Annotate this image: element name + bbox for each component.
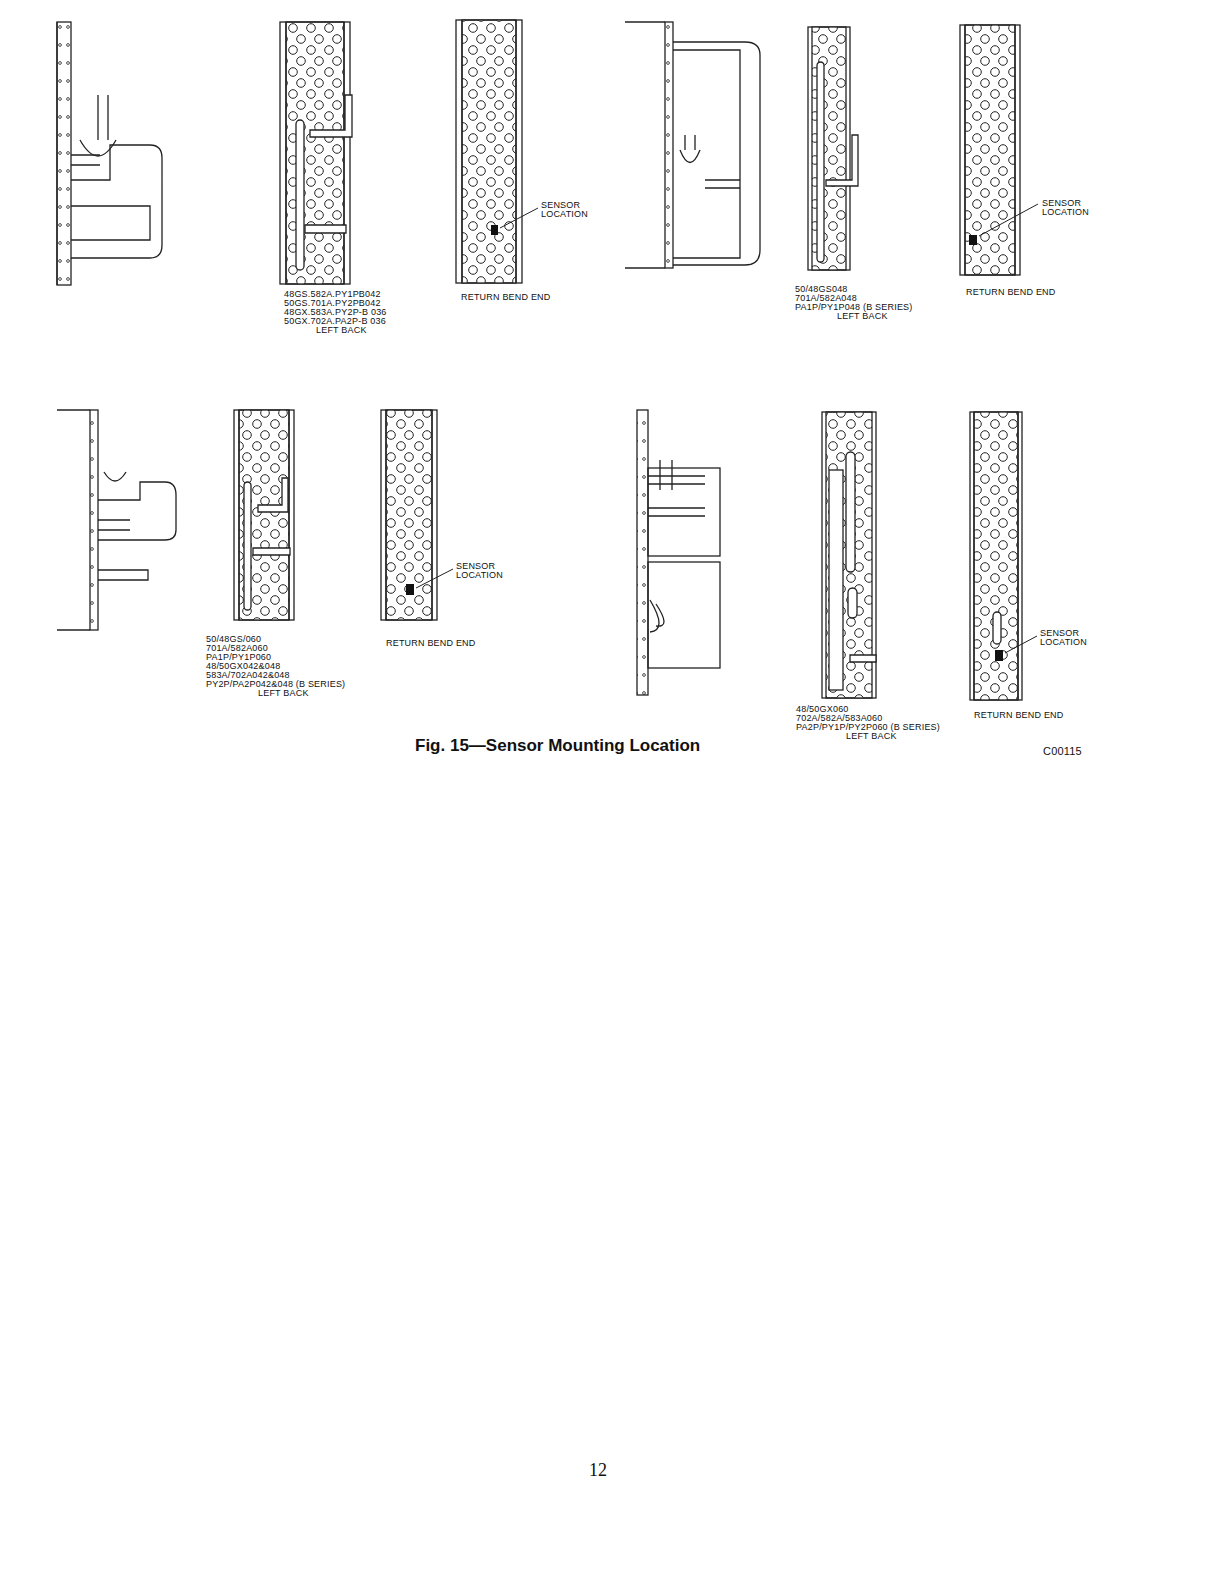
- model-number: PA2P/PY1P/PY2P060 (B SERIES): [796, 723, 940, 732]
- view-label: LEFT BACK: [846, 732, 897, 741]
- view-label: LEFT BACK: [837, 312, 888, 321]
- model-number: 583A/702A042&048: [206, 671, 290, 680]
- view-label: RETURN BEND END: [386, 639, 476, 648]
- model-number: 50GS.701A.PY2PB042: [284, 299, 381, 308]
- model-number: PY2P/PA2P042&048 (B SERIES): [206, 680, 345, 689]
- sensor-label: SENSOR LOCATION: [1042, 199, 1102, 217]
- view-label: LEFT BACK: [316, 326, 367, 335]
- view-label: RETURN BEND END: [974, 711, 1064, 720]
- model-number: 50GX.702A.PA2P-B 036: [284, 317, 386, 326]
- model-number: 701A/582A048: [795, 294, 857, 303]
- model-number: PA1P/PY1P048 (B SERIES): [795, 303, 913, 312]
- model-number: 48/50GX042&048: [206, 662, 280, 671]
- view-label: RETURN BEND END: [461, 293, 551, 302]
- figure-caption: Fig. 15—Sensor Mounting Location: [415, 736, 700, 756]
- sensor-label: SENSOR LOCATION: [456, 562, 516, 580]
- view-label: RETURN BEND END: [966, 288, 1056, 297]
- model-number: 50/48GS/060: [206, 635, 261, 644]
- sensor-label: SENSOR LOCATION: [541, 201, 601, 219]
- model-number: 48GS.582A.PY1PB042: [284, 290, 381, 299]
- model-number: 50/48GS048: [795, 285, 848, 294]
- model-number: 48/50GX060: [796, 705, 849, 714]
- model-number: 702A/582A/583A060: [796, 714, 882, 723]
- model-number: PA1P/PY1P060: [206, 653, 271, 662]
- view-label: LEFT BACK: [258, 689, 309, 698]
- sensor-label: SENSOR LOCATION: [1040, 629, 1100, 647]
- model-number: 701A/582A060: [206, 644, 268, 653]
- figure-code: C00115: [1043, 746, 1082, 757]
- model-number: 48GX.583A.PY2P-B 036: [284, 308, 387, 317]
- page-number: 12: [589, 1460, 607, 1481]
